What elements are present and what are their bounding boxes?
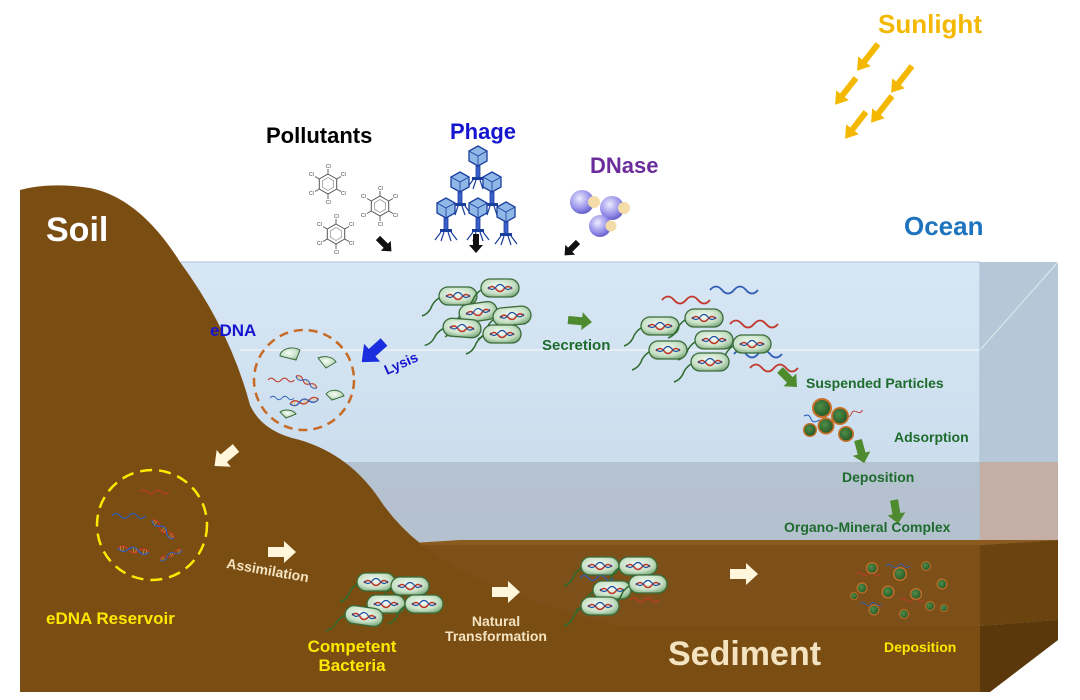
deposition-water-label: Deposition xyxy=(842,469,915,485)
pollutant-molecules xyxy=(308,163,399,257)
natural-transformation-line2: Transformation xyxy=(445,628,547,645)
sunlight-label: Sunlight xyxy=(878,9,982,39)
sunlight-arrows xyxy=(828,39,919,144)
edna-reservoir-label: eDNA Reservoir xyxy=(46,609,175,628)
natural-transformation-label: Natural Transformation xyxy=(436,613,556,645)
soil-label: Soil xyxy=(46,211,109,249)
sediment-label: Sediment xyxy=(668,635,822,673)
phage-viruses xyxy=(434,145,518,253)
dnase-label: DNase xyxy=(590,153,659,178)
natural-transformation-line1: Natural xyxy=(471,613,521,629)
pollutants-label: Pollutants xyxy=(266,123,373,148)
dnase-enzymes xyxy=(559,190,630,261)
ocean-label: Ocean xyxy=(904,211,984,241)
phage-label: Phage xyxy=(450,119,517,144)
competent-bacteria-label: Competent Bacteria xyxy=(292,637,412,675)
competent-bacteria-line2: Bacteria xyxy=(318,655,386,675)
competent-bacteria-line1: Competent xyxy=(307,637,397,656)
edna-reservoir-circle xyxy=(95,468,209,582)
organo-mineral-complex-label: Organo-Mineral Complex xyxy=(784,519,951,535)
edna-label: eDNA xyxy=(210,321,257,340)
secretion-label: Secretion xyxy=(542,337,611,354)
adsorption-label: Adsorption xyxy=(894,429,969,445)
deposition-sediment-label: Deposition xyxy=(884,639,957,655)
soil-hill xyxy=(20,185,620,692)
suspended-particles-label: Suspended Particles xyxy=(806,375,944,391)
edna-lysed-cells xyxy=(252,328,356,432)
